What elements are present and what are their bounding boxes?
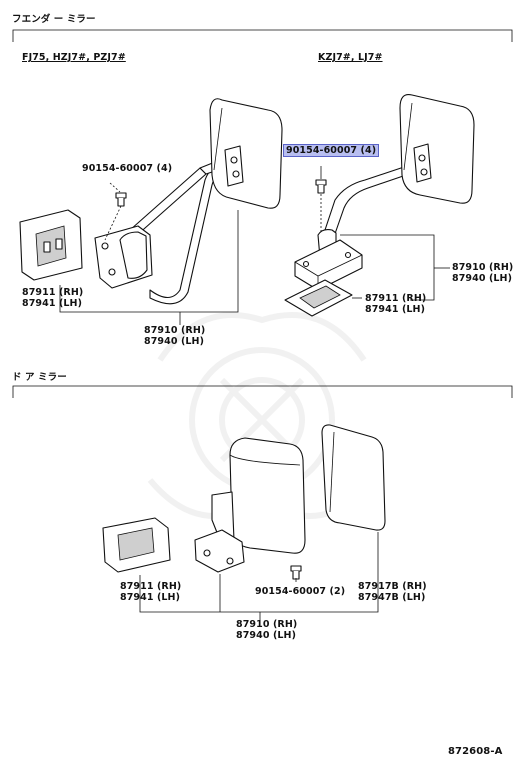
part-label-door-bolt[interactable]: 90154-60007 (2) [255, 586, 346, 597]
door-section-bracket [12, 385, 513, 398]
left-fender-mirror-assembly [19, 98, 283, 325]
part-label-bolt-left[interactable]: 90154-60007 (4) [82, 163, 173, 174]
bolt-icon [315, 179, 327, 194]
bolt-icon [290, 565, 302, 580]
part-label-mirror-left-lh[interactable]: 87940 (LH) [144, 336, 205, 347]
diagram-id: 872608-A [448, 746, 503, 757]
part-label-pad-left-rh[interactable]: 87911 (RH) [22, 287, 84, 298]
part-label-door-pad-rh[interactable]: 87911 (RH) [120, 581, 182, 592]
part-label-pad-right-rh[interactable]: 87911 (RH) [365, 293, 427, 304]
part-label-mirror-right-rh[interactable]: 87910 (RH) [452, 262, 514, 273]
part-label-door-glass-lh[interactable]: 87947B (LH) [358, 592, 426, 603]
part-label-mirror-left-rh[interactable]: 87910 (RH) [144, 325, 206, 336]
fender-mirror-title: フエンダ ー ミラー [12, 14, 96, 25]
part-label-door-mirror-lh[interactable]: 87940 (LH) [236, 630, 297, 641]
right-fender-mirror-assembly [284, 93, 475, 317]
part-label-door-glass-rh[interactable]: 87917B (RH) [358, 581, 427, 592]
part-label-door-pad-lh[interactable]: 87941 (LH) [120, 592, 181, 603]
part-label-mirror-right-lh[interactable]: 87940 (LH) [452, 273, 513, 284]
part-label-door-mirror-rh[interactable]: 87910 (RH) [236, 619, 298, 630]
part-label-bolt-right[interactable]: 90154-60007 (4) [282, 144, 380, 157]
part-label-pad-right-lh[interactable]: 87941 (LH) [365, 304, 426, 315]
fender-left-group-label: FJ75, HZJ7#, PZJ7# [22, 52, 126, 63]
door-mirror-assembly [102, 424, 386, 622]
part-label-pad-left-lh[interactable]: 87941 (LH) [22, 298, 83, 309]
fender-right-group-label: KZJ7#, LJ7# [318, 52, 383, 63]
fender-section-bracket [12, 29, 513, 42]
bolt-icon [115, 192, 127, 207]
door-mirror-title: ド ア ミラー [12, 372, 67, 383]
